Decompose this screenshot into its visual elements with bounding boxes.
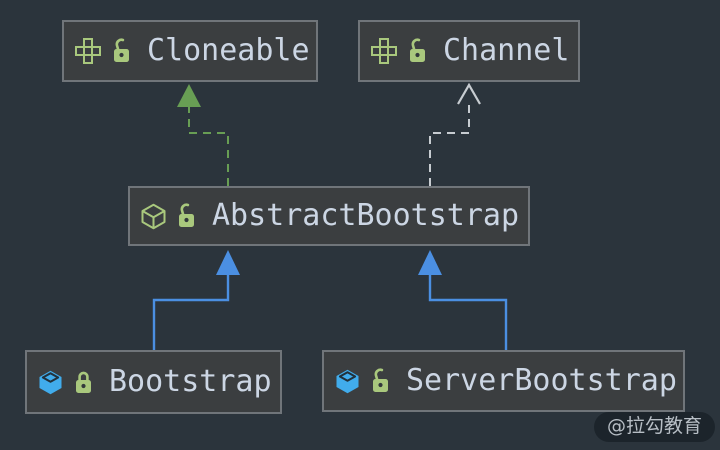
edge-serverbootstrap-extends-abstractbootstrap[interactable] — [418, 250, 508, 350]
class-node-abstract-bootstrap[interactable]: AbstractBootstrap — [128, 186, 530, 246]
open-lock-icon — [112, 38, 131, 64]
class-icon — [334, 368, 361, 395]
open-lock-icon — [177, 203, 196, 229]
class-name-label: AbstractBootstrap — [212, 198, 520, 233]
open-lock-icon — [408, 38, 427, 64]
interface-icon — [370, 38, 398, 64]
class-icon — [37, 369, 64, 396]
class-node-cloneable[interactable]: Cloneable — [62, 20, 318, 82]
class-name-label: Channel — [443, 33, 570, 68]
class-node-channel[interactable]: Channel — [358, 20, 580, 82]
class-node-server-bootstrap[interactable]: ServerBootstrap — [322, 350, 685, 412]
edge-abstractbootstrap-dependency-channel[interactable] — [429, 82, 481, 186]
watermark-text: @拉勾教育 — [606, 415, 702, 437]
abstract-class-icon — [140, 203, 167, 230]
open-lock-icon — [371, 368, 390, 394]
class-node-bootstrap[interactable]: Bootstrap — [25, 350, 282, 414]
watermark-badge: @拉勾教育 — [593, 412, 715, 442]
class-name-label: Bootstrap — [109, 364, 272, 399]
interface-icon — [74, 38, 102, 64]
edge-bootstrap-extends-abstractbootstrap[interactable] — [152, 250, 240, 350]
edge-abstractbootstrap-implements-cloneable[interactable] — [177, 84, 229, 186]
class-name-label: ServerBootstrap — [406, 363, 677, 398]
closed-lock-icon — [74, 369, 93, 395]
class-name-label: Cloneable — [147, 33, 310, 68]
